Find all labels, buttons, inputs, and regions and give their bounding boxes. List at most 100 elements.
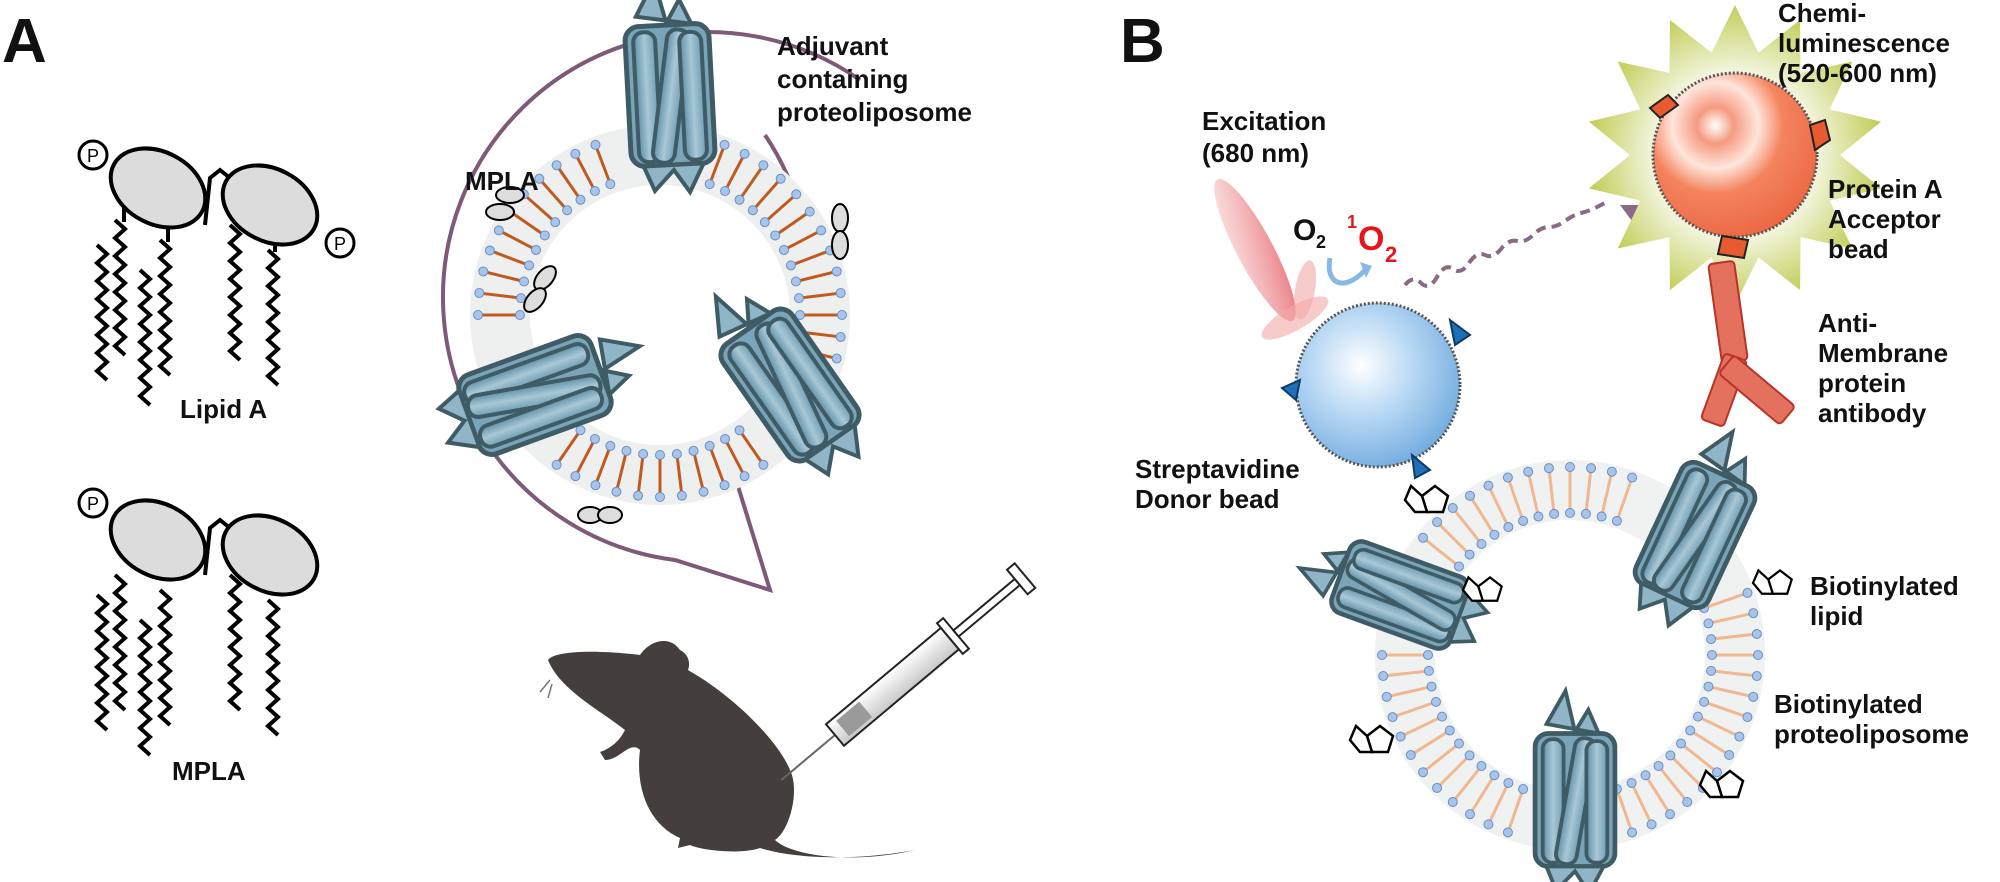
lipid-tail [1468, 495, 1496, 536]
lipid-tail [1584, 468, 1593, 515]
lipid-head [1706, 634, 1717, 645]
lipid-head [1395, 731, 1406, 742]
lipid-head [589, 433, 600, 444]
lipid-head [524, 260, 535, 271]
lipid-head [474, 288, 485, 299]
mpla-sugar-2 [220, 513, 320, 597]
lipid-head [1665, 809, 1676, 820]
lipid-head [1503, 777, 1514, 788]
lipid-head [720, 433, 731, 444]
mpla-label: MPLA [172, 756, 246, 786]
acceptor-bead [1588, 5, 1882, 305]
lipid-head [605, 440, 616, 451]
adjuvant-proteoliposome-label: Adjuvant containing proteoliposome [777, 31, 972, 127]
lipid-tail [482, 269, 525, 283]
lipid-head [770, 230, 781, 241]
lipid-tail [1703, 700, 1748, 719]
lipid-tail [1436, 754, 1471, 789]
lipid-head [734, 425, 745, 436]
biotinylated-proteoliposome [1290, 419, 1778, 882]
lipid-head [785, 260, 796, 271]
lipid-head [1503, 522, 1514, 533]
lipid-head [1518, 515, 1529, 526]
lipid-tail [1644, 774, 1672, 815]
lipid-head [589, 186, 600, 197]
lipid-head [1464, 809, 1475, 820]
lipid-head [1423, 665, 1434, 676]
lipid-head [515, 310, 525, 320]
lipid-head [655, 450, 665, 460]
lipid-bilayer [1377, 462, 1763, 838]
lipid-head [1751, 671, 1762, 682]
lipid-tail [1436, 521, 1471, 556]
lipid-tail [723, 153, 746, 192]
lipid-head [1565, 462, 1575, 472]
lipid-head [570, 148, 581, 159]
lipid-head [739, 471, 750, 482]
lipid-head [1707, 650, 1717, 660]
lipid-head [1464, 750, 1475, 761]
lipid-head [759, 217, 770, 228]
lipid-head [551, 160, 562, 171]
lipid-head [758, 160, 769, 171]
lipid-head [835, 331, 846, 342]
lipid-head [550, 217, 561, 228]
lipid-tail [1615, 477, 1634, 522]
lipid-tail [1708, 685, 1754, 699]
lipid-head [739, 148, 750, 159]
lipid-head [1518, 784, 1529, 795]
mpla-in-liposome-label: MPLA [465, 166, 539, 196]
lipid-head [1665, 750, 1676, 761]
lipid-tail [795, 269, 838, 283]
lipid-tail [1386, 685, 1432, 699]
lipid-head [590, 139, 601, 150]
lipid-head [1586, 463, 1597, 474]
lipid-tail [1399, 715, 1443, 738]
lipid-head [1523, 466, 1534, 477]
lipid-head [1483, 480, 1494, 491]
lipid-tail [790, 249, 831, 267]
lipid-tail [1710, 669, 1757, 678]
lipid-tail [1422, 742, 1460, 774]
acceptor-bead-label: Protein A Acceptor bead [1828, 174, 1949, 264]
lipid-head [519, 276, 530, 287]
lipid-tail [1392, 700, 1437, 719]
lipid-head [1580, 508, 1591, 519]
lipid-tail [675, 453, 684, 496]
lipid-head [1453, 738, 1464, 749]
lipid-head [1703, 681, 1714, 692]
lipid-tail [498, 229, 537, 252]
lipid-tail [1710, 632, 1757, 641]
lipid-tail [798, 291, 841, 300]
lipid-head [1423, 650, 1433, 660]
lipid-head [831, 266, 842, 277]
lipid-head [1453, 561, 1464, 572]
lipid-head [605, 179, 616, 190]
lipid-tail [692, 450, 706, 493]
lipid-tail [1410, 729, 1451, 757]
phosphate-icon [77, 487, 109, 519]
lipid-tail [555, 164, 582, 201]
lipid-head [1640, 770, 1651, 781]
lipid-head [570, 471, 581, 482]
lipid-tail [1487, 782, 1510, 826]
lipid-tail [574, 438, 597, 477]
lipid-tail [1669, 754, 1704, 789]
chemiluminescence-label: Chemi- luminescence (520-600 nm) [1778, 0, 1957, 88]
lipid-tail [1422, 536, 1460, 568]
protein-a-icon [1716, 234, 1750, 260]
lipid-tail [738, 429, 765, 466]
streptavidin-icon [1410, 452, 1432, 480]
lipid-head [1611, 515, 1622, 526]
panel-a-letter: A [2, 7, 47, 76]
lipid-head [1502, 472, 1513, 483]
lipid-head [775, 173, 786, 184]
biotin-icon [1348, 724, 1395, 754]
lipid-head [1699, 696, 1710, 707]
lipid-head [1387, 712, 1398, 723]
streptavidin-icon [1448, 317, 1472, 347]
singlet-superscript: 1 [1347, 212, 1357, 232]
biotin-icon [1461, 576, 1503, 602]
lipid-head [1483, 819, 1494, 830]
lipid-head [1653, 761, 1664, 772]
